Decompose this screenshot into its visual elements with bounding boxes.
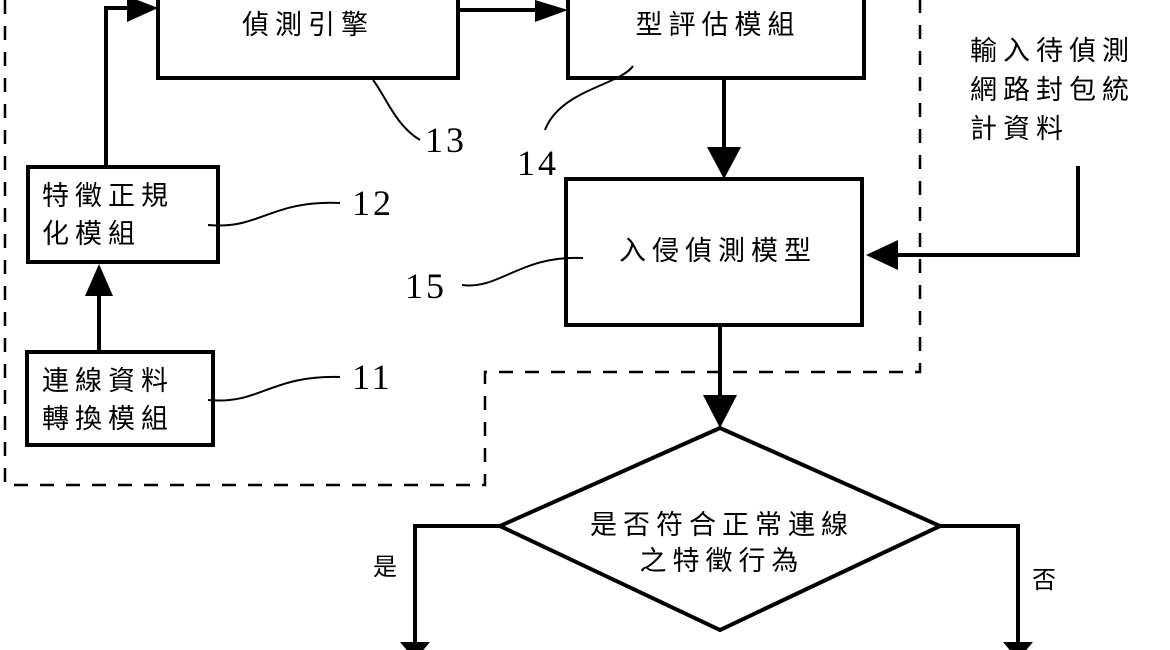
- module-12-box: [26, 165, 220, 264]
- arrow-head-right-icon: [127, 0, 158, 22]
- leader-13: [372, 79, 421, 141]
- input-line-1: 輸入待偵測: [970, 36, 1135, 67]
- module-12-line-2: 化模組: [42, 219, 141, 250]
- module-13-box: [156, 0, 460, 80]
- module-13-label: 偵測引擎: [242, 10, 374, 41]
- arrow-head-down-icon: [707, 147, 741, 179]
- connector-12-to-13: [104, 6, 130, 167]
- ref-number-12: 12: [352, 183, 394, 223]
- ref-number-15: 15: [405, 266, 447, 306]
- arrow-head-down-icon: [400, 642, 430, 650]
- module-11-line-1: 連線資料: [42, 366, 174, 397]
- leader-14: [544, 65, 634, 131]
- module-12-line-1: 特徵正規: [42, 181, 174, 212]
- ref-number-14: 14: [517, 143, 559, 183]
- no-label: 否: [1032, 566, 1056, 594]
- module-11-box: [25, 350, 215, 447]
- yes-label: 是: [373, 553, 397, 581]
- module-15-label: 入侵偵測模型: [619, 236, 817, 267]
- module-11-line-2: 轉換模組: [42, 404, 174, 435]
- arrow-head-up-icon: [85, 264, 113, 296]
- leader-12: [207, 201, 341, 227]
- input-line-2: 網路封包統: [970, 75, 1135, 106]
- decision-diamond: [495, 425, 945, 633]
- leader-15: [461, 256, 584, 287]
- decision-line-2: 之特徵行為: [640, 546, 805, 577]
- connector-no-branch: [940, 524, 1020, 645]
- ref-number-13: 13: [425, 120, 467, 160]
- arrow-head-right-icon: [535, 0, 568, 22]
- arrow-head-down-icon: [1003, 642, 1033, 650]
- module-14-label: 型評估模組: [636, 10, 801, 41]
- arrow-head-left-icon: [866, 240, 898, 270]
- connector-yes-branch: [413, 524, 500, 645]
- module-15-box: [564, 177, 864, 327]
- decision-line-1: 是否符合正常連線: [590, 510, 854, 541]
- leader-11: [207, 375, 341, 402]
- ref-number-11: 11: [352, 357, 393, 397]
- input-line-3: 計資料: [970, 114, 1069, 145]
- arrow-head-down-icon: [703, 395, 737, 428]
- connector-input-to-15: [895, 166, 1080, 257]
- system-boundary-dashed: [3, 0, 922, 487]
- module-14-box: [566, 0, 866, 80]
